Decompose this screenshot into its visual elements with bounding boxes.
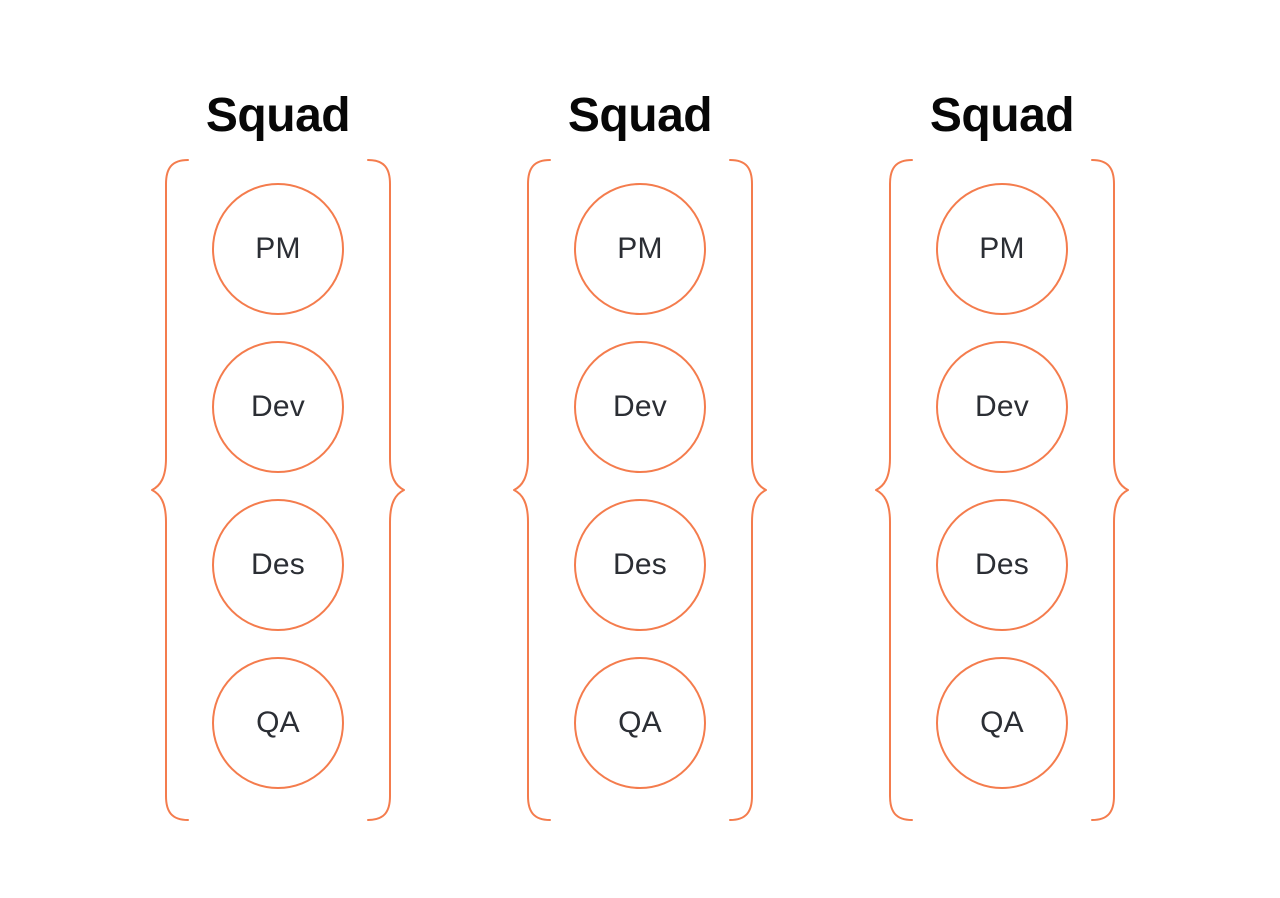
role-node-pm[interactable]: PM	[212, 183, 344, 315]
role-label: Des	[975, 548, 1029, 581]
squad-title: Squad	[205, 89, 351, 142]
role-node-des[interactable]: Des	[936, 499, 1068, 631]
squad-column-1: Squad PM Dev Des QA	[98, 0, 458, 898]
role-label: Dev	[251, 390, 305, 423]
role-node-pm[interactable]: PM	[574, 183, 706, 315]
role-label: QA	[256, 706, 300, 739]
role-label: QA	[618, 706, 662, 739]
role-label: QA	[980, 706, 1024, 739]
role-list-1: PM Dev Des QA	[98, 183, 458, 791]
role-list-3: PM Dev Des QA	[822, 183, 1182, 791]
role-node-pm[interactable]: PM	[936, 183, 1068, 315]
role-node-des[interactable]: Des	[574, 499, 706, 631]
role-node-qa[interactable]: QA	[574, 657, 706, 789]
role-label: Dev	[975, 390, 1029, 423]
role-label: PM	[979, 232, 1025, 265]
role-node-dev[interactable]: Dev	[212, 341, 344, 473]
role-node-des[interactable]: Des	[212, 499, 344, 631]
squad-title: Squad	[929, 89, 1075, 142]
role-label: Des	[613, 548, 667, 581]
role-label: Des	[251, 548, 305, 581]
role-node-dev[interactable]: Dev	[574, 341, 706, 473]
squad-column-3: Squad PM Dev Des QA	[822, 0, 1182, 898]
role-node-qa[interactable]: QA	[936, 657, 1068, 789]
squad-title: Squad	[567, 89, 713, 142]
role-label: Dev	[613, 390, 667, 423]
role-list-2: PM Dev Des QA	[460, 183, 820, 791]
squad-column-2: Squad PM Dev Des QA	[460, 0, 820, 898]
role-label: PM	[255, 232, 301, 265]
role-label: PM	[617, 232, 663, 265]
role-node-qa[interactable]: QA	[212, 657, 344, 789]
role-node-dev[interactable]: Dev	[936, 341, 1068, 473]
